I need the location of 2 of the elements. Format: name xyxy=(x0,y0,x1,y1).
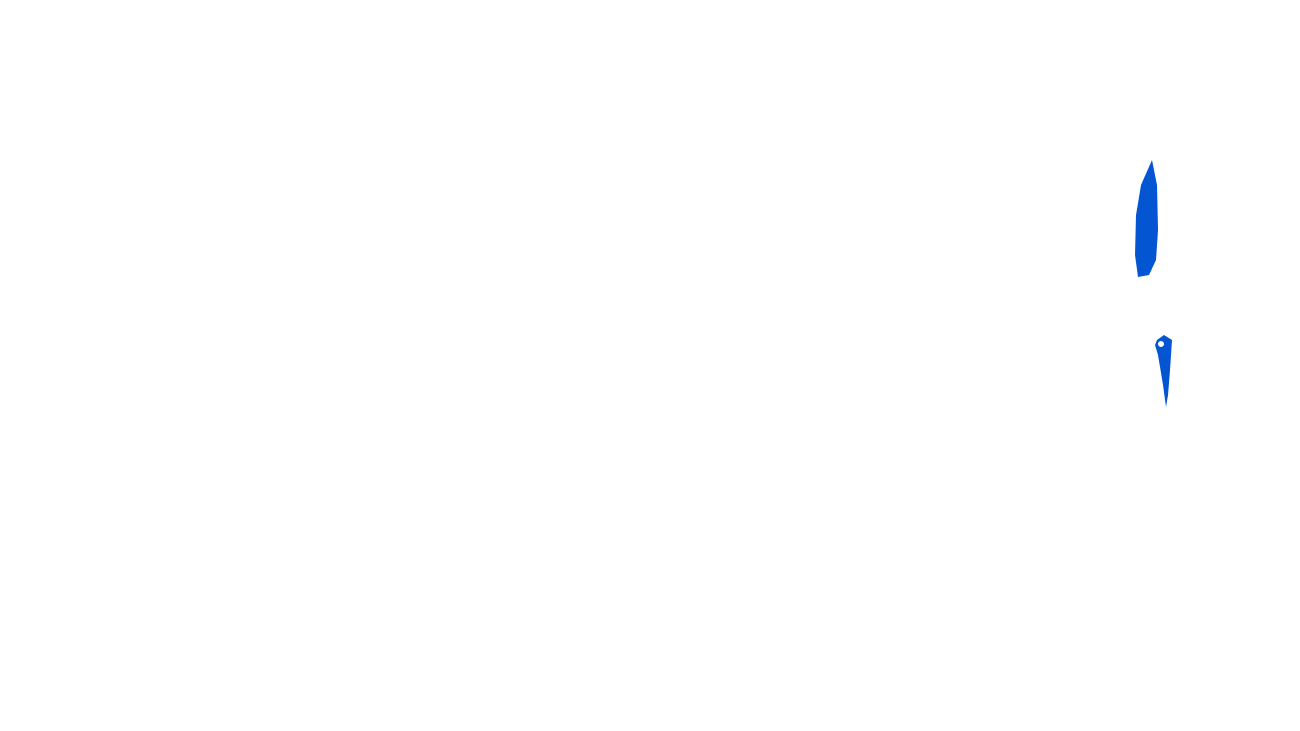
brush-stroke-drawing xyxy=(1135,160,1158,277)
pin-drawing xyxy=(1155,335,1172,407)
